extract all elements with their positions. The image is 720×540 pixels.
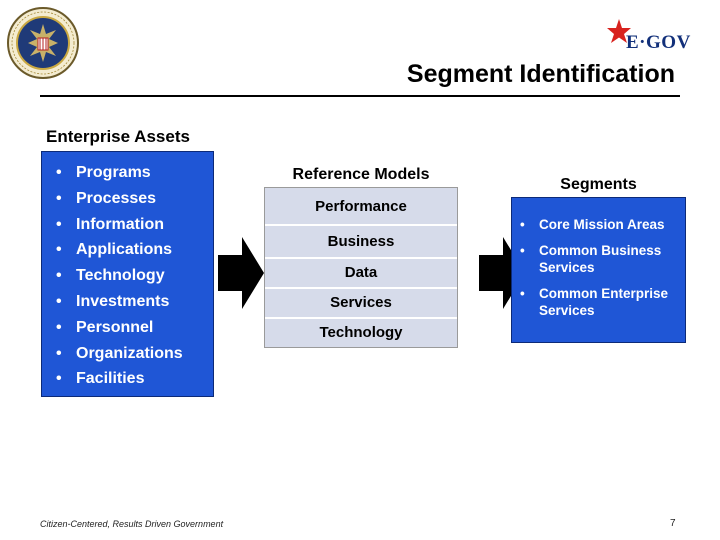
egov-star-icon xyxy=(607,19,631,43)
reference-model-technology: Technology xyxy=(265,319,457,347)
enterprise-assets-heading: Enterprise Assets xyxy=(46,127,190,146)
page-number: 7 xyxy=(670,518,676,529)
segment-item: •Core Mission Areas xyxy=(520,217,665,232)
reference-model-business: Business xyxy=(265,226,457,259)
asset-item: •Technology xyxy=(56,267,165,285)
asset-item: •Personnel xyxy=(56,318,154,336)
reference-models-stack: Performance Business Data Services Techn… xyxy=(264,187,458,348)
asset-item: •Organizations xyxy=(56,344,183,362)
presidential-seal-icon xyxy=(7,7,79,79)
asset-item: •Facilities xyxy=(56,370,145,388)
asset-item: •Processes xyxy=(56,189,157,207)
footer-tagline: Citizen-Centered, Results Driven Governm… xyxy=(40,519,224,529)
asset-item: •Programs xyxy=(56,164,151,181)
arrow-right-icon xyxy=(218,237,264,309)
enterprise-assets-list: •Programs •Processes •Information •Appli… xyxy=(56,162,183,394)
title-divider xyxy=(40,95,680,97)
asset-item: •Applications xyxy=(56,241,173,259)
reference-model-performance: Performance xyxy=(265,188,457,226)
egov-logo-text: E·GOV xyxy=(626,32,691,53)
egov-logo: E·GOV xyxy=(606,18,706,58)
segments-heading: Segments xyxy=(560,176,637,193)
asset-item: •Investments xyxy=(56,292,170,310)
page-title: Segment Identification xyxy=(406,60,675,88)
asset-item: •Information xyxy=(56,215,164,233)
reference-model-data: Data xyxy=(265,259,457,289)
reference-model-services: Services xyxy=(265,289,457,319)
reference-models-heading: Reference Models xyxy=(292,166,430,183)
enterprise-assets-box: •Programs •Processes •Information •Appli… xyxy=(41,151,214,397)
